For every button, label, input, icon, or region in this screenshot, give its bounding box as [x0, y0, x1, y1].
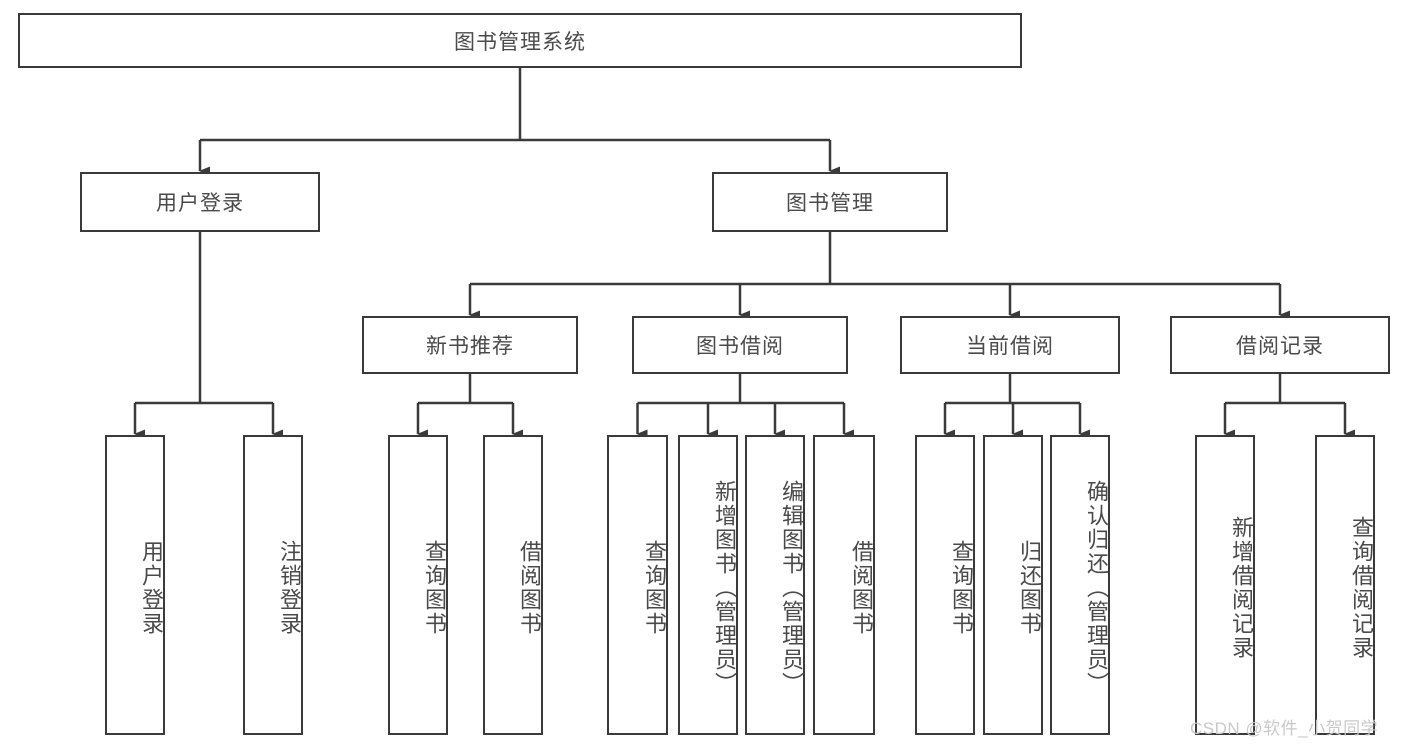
leaf-edit-book-label: 编辑图书（管理员）: [779, 480, 804, 696]
leaf-confirm-return[interactable]: 确认归还（管理员）: [1050, 435, 1110, 735]
leaf-user-login-label: 用户登录: [139, 540, 164, 636]
leaf-query-book-recommend[interactable]: 查询图书: [388, 435, 448, 735]
leaf-query-borrow-record[interactable]: 查询借阅记录: [1315, 435, 1375, 735]
node-current-borrow-label: 当前借阅: [966, 335, 1054, 358]
node-borrow-record-label: 借阅记录: [1236, 335, 1324, 358]
leaf-edit-book[interactable]: 编辑图书（管理员）: [745, 435, 805, 735]
node-book-borrow-label: 图书借阅: [696, 335, 784, 358]
leaf-user-login[interactable]: 用户登录: [105, 435, 165, 735]
leaf-add-borrow-record-label: 新增借阅记录: [1229, 516, 1254, 660]
node-current-borrow[interactable]: 当前借阅: [900, 316, 1120, 374]
leaf-borrow-book-label: 借阅图书: [849, 540, 874, 636]
node-user-login-label: 用户登录: [156, 192, 244, 215]
leaf-query-book-recommend-label: 查询图书: [422, 540, 447, 636]
node-new-book-recommend[interactable]: 新书推荐: [362, 316, 578, 374]
leaf-return-book[interactable]: 归还图书: [983, 435, 1043, 735]
leaf-borrow-book-recommend-label: 借阅图书: [517, 540, 542, 636]
leaf-query-book-borrow[interactable]: 查询图书: [607, 435, 668, 735]
node-book-manage-label: 图书管理: [786, 192, 874, 215]
leaf-query-book-current-label: 查询图书: [949, 540, 974, 636]
node-book-borrow[interactable]: 图书借阅: [632, 316, 848, 374]
leaf-add-borrow-record[interactable]: 新增借阅记录: [1195, 435, 1255, 735]
csdn-watermark: CSDN @软件_小贺同学: [1190, 719, 1379, 738]
leaf-query-book-current[interactable]: 查询图书: [915, 435, 975, 735]
node-new-book-recommend-label: 新书推荐: [426, 335, 514, 358]
node-root-label: 图书管理系统: [454, 30, 586, 54]
leaf-query-book-borrow-label: 查询图书: [642, 540, 667, 636]
leaf-logout[interactable]: 注销登录: [243, 435, 303, 735]
leaf-borrow-book[interactable]: 借阅图书: [813, 435, 875, 735]
leaf-return-book-label: 归还图书: [1017, 540, 1042, 636]
leaf-add-book-label: 新增图书（管理员）: [712, 480, 737, 696]
leaf-confirm-return-label: 确认归还（管理员）: [1084, 480, 1109, 696]
node-user-login[interactable]: 用户登录: [80, 172, 320, 232]
leaf-logout-label: 注销登录: [277, 540, 302, 636]
node-root[interactable]: 图书管理系统: [18, 13, 1022, 68]
leaf-query-borrow-record-label: 查询借阅记录: [1349, 516, 1374, 660]
leaf-add-book[interactable]: 新增图书（管理员）: [678, 435, 738, 735]
node-book-manage[interactable]: 图书管理: [712, 172, 948, 232]
node-borrow-record[interactable]: 借阅记录: [1170, 316, 1390, 374]
leaf-borrow-book-recommend[interactable]: 借阅图书: [483, 435, 543, 735]
